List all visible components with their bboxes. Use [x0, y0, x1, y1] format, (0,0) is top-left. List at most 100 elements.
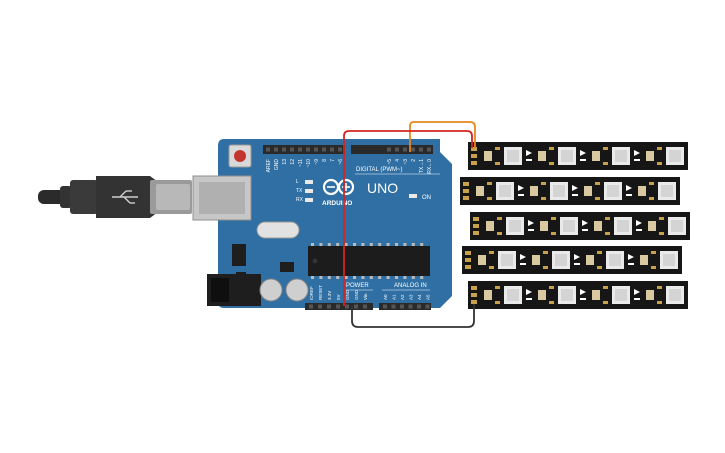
chip-pin [327, 243, 331, 246]
data-direction-arrow-icon [626, 185, 632, 191]
pin-socket[interactable] [327, 304, 331, 309]
chip-pin [386, 243, 390, 246]
chip-pin [353, 243, 356, 246]
pin-socket[interactable] [345, 304, 349, 309]
pin-socket[interactable] [383, 304, 387, 309]
chip-pin [411, 243, 415, 246]
wire-black[interactable] [351, 304, 475, 328]
pin-socket[interactable] [408, 304, 413, 309]
smd-capacitor [640, 255, 648, 265]
digital-pin-label: 12 [290, 159, 296, 165]
data-direction-arrow-icon [574, 254, 580, 260]
power-pin-label: Vin [363, 293, 368, 300]
pin-socket[interactable] [425, 304, 430, 309]
data-direction-arrow-icon [580, 289, 586, 295]
data-direction-arrow-icon [680, 185, 686, 191]
data-direction-arrow-icon [520, 254, 526, 260]
led-strip-row[interactable] [468, 142, 694, 170]
wire-orange[interactable] [409, 121, 476, 152]
pin-socket[interactable] [363, 304, 367, 309]
pin-socket[interactable] [266, 147, 270, 152]
digital-pin-label: AREF [266, 159, 272, 172]
chip-pin [327, 276, 331, 279]
data-direction-arrow-icon [528, 220, 534, 226]
data-direction-arrow-icon [518, 185, 524, 191]
pin-socket[interactable] [274, 147, 278, 152]
power-pin-label: 3.3V [327, 291, 332, 300]
pin-socket[interactable] [330, 147, 334, 152]
power-label: POWER [346, 283, 369, 289]
digital-pin-label: ~5 [387, 159, 393, 165]
smd-capacitor [638, 186, 646, 196]
smd-capacitor [586, 255, 594, 265]
analog-label: ANALOG IN [394, 283, 427, 289]
digital-pin-label: 13 [282, 159, 288, 165]
board-led [305, 180, 313, 184]
smd-capacitor [584, 186, 592, 196]
capacitor [259, 278, 283, 302]
chip-pin [336, 276, 340, 279]
led-strip-row[interactable] [462, 246, 688, 274]
usb-cable[interactable] [38, 176, 192, 218]
smd-capacitor [538, 290, 546, 300]
pin-socket[interactable] [309, 304, 313, 309]
voltage-regulator [232, 244, 246, 266]
chip-pin [411, 276, 415, 279]
digital-pin-label: TX→1 [419, 159, 425, 173]
pin-socket[interactable] [417, 304, 421, 309]
chip-pin [386, 276, 390, 279]
power-pin-label: IOREF [309, 286, 314, 300]
pin-socket[interactable] [387, 147, 391, 152]
chip-pin [420, 276, 424, 279]
pin-socket[interactable] [427, 147, 431, 152]
pin-socket[interactable] [411, 147, 415, 152]
led-strip-row[interactable] [460, 177, 686, 205]
pin-socket[interactable] [282, 147, 286, 152]
analog-header[interactable] [379, 303, 431, 310]
analog-pin-label: A3 [409, 294, 414, 300]
pin-socket[interactable] [298, 147, 302, 152]
chip-pin [420, 243, 424, 246]
chip-pin [403, 276, 407, 279]
digital-header-right[interactable] [351, 145, 433, 154]
smd-capacitor [530, 186, 538, 196]
smd-capacitor [646, 151, 654, 161]
pin-socket[interactable] [318, 304, 322, 309]
pin-socket[interactable] [338, 147, 342, 152]
pin-socket[interactable] [400, 304, 404, 309]
board-led [305, 198, 313, 202]
pin-socket[interactable] [290, 147, 294, 152]
chip-pin [395, 276, 398, 279]
digital-pin-label: ~3 [403, 159, 409, 165]
digital-label: DIGITAL (PWM~) [356, 167, 403, 173]
power-led [409, 194, 417, 198]
pin-socket[interactable] [403, 147, 407, 152]
pin-socket[interactable] [391, 304, 396, 309]
digital-pin-label: ~6 [338, 159, 344, 165]
wire-red[interactable] [343, 130, 473, 306]
chip-pin [395, 243, 398, 246]
digital-pin-label: ~9 [314, 159, 320, 165]
pin-socket[interactable] [314, 147, 318, 152]
analog-pin-label: A4 [417, 294, 422, 300]
neopixel-strips[interactable] [460, 142, 696, 309]
analog-pin-label: A1 [392, 294, 397, 300]
pin-socket[interactable] [336, 304, 340, 309]
brand-label: ARDUINO [322, 200, 352, 207]
led-strip-row[interactable] [470, 212, 696, 240]
pin-socket[interactable] [419, 147, 423, 152]
capacitor [285, 278, 309, 302]
power-pin-label: 5V [336, 294, 341, 300]
usb-icon [112, 190, 138, 204]
pin-socket[interactable] [395, 147, 399, 152]
digital-header-left[interactable] [263, 145, 345, 154]
pin-socket[interactable] [306, 147, 310, 152]
chip-pin [336, 243, 340, 246]
pin-socket[interactable] [322, 147, 326, 152]
led-strip-row[interactable] [468, 281, 694, 309]
smd-capacitor [538, 151, 546, 161]
smd-capacitor [486, 221, 494, 231]
pin-socket[interactable] [354, 304, 358, 309]
